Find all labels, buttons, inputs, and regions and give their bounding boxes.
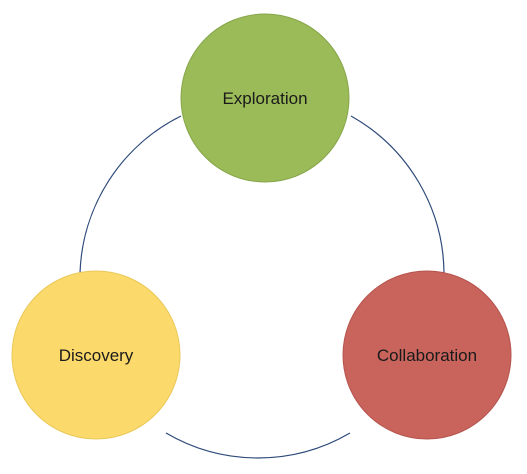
connector-arc-collaboration-discovery (165, 432, 351, 459)
connector-arc-discovery-exploration (79, 115, 182, 274)
node-discovery-circle (11, 270, 181, 440)
connector-arc-exploration-collaboration (350, 115, 445, 274)
node-exploration: Exploration (180, 13, 350, 183)
node-collaboration-label: Collaboration (377, 346, 477, 365)
node-discovery: Discovery (11, 270, 181, 440)
node-discovery-label: Discovery (59, 346, 134, 365)
node-collaboration: Collaboration (342, 270, 512, 440)
node-exploration-label: Exploration (222, 89, 307, 108)
node-collaboration-circle (342, 270, 512, 440)
node-exploration-circle (180, 13, 350, 183)
